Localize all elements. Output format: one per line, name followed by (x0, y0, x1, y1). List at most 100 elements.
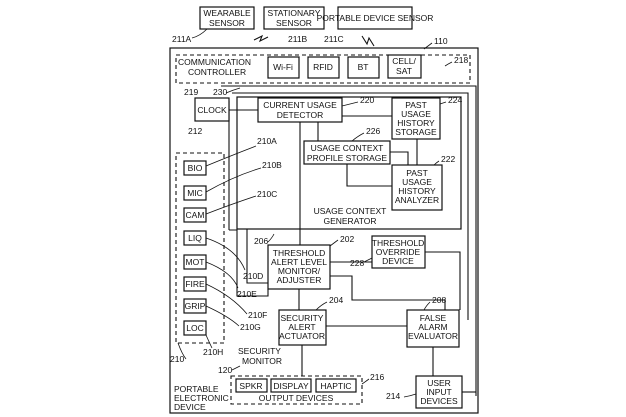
ref-210c: 210C (257, 189, 277, 199)
threshold-alert-monitor-box (267, 244, 331, 290)
mic-label: MIC (187, 188, 203, 198)
past-storage-label-1: PAST (405, 100, 427, 110)
loc-label: LOC (186, 323, 203, 333)
cell-sat-label-1: CELL/ (392, 56, 416, 66)
security-alert-actuator-box (278, 309, 327, 346)
past-analyzer-label-1: PAST (406, 168, 428, 178)
wireless-signal-icon (361, 35, 375, 47)
leader-214 (403, 393, 417, 398)
bio-label: BIO (188, 163, 203, 173)
false-alarm-label-1: FALSE (420, 313, 447, 323)
clock-label: CLOCK (197, 105, 227, 115)
comm-controller-label-2: CONTROLLER (188, 67, 246, 77)
bus-outer (221, 85, 477, 396)
rfid-box (307, 56, 340, 79)
ref-211a: 211A (172, 34, 192, 44)
leader-210b (205, 167, 262, 193)
leader-210h (205, 334, 213, 349)
wearable-sensor-label-1: WEARABLE (203, 8, 251, 18)
ref-230: 230 (213, 87, 227, 97)
past-analyzer-label-3: HISTORY (398, 186, 436, 196)
cam-label: CAM (186, 210, 205, 220)
liq-label: LIQ (188, 233, 202, 243)
user-input-label-3: DEVICES (420, 396, 458, 406)
ref-206: 206 (254, 236, 268, 246)
user-input-label-1: USER (427, 378, 451, 388)
ref-210g: 210G (240, 322, 261, 332)
leader-208 (423, 301, 431, 311)
leader-224 (439, 101, 447, 105)
past-usage-storage-box (391, 97, 441, 140)
false-alarm-label-2: ALARM (418, 322, 447, 332)
leader-204 (315, 301, 328, 311)
security-monitor-label-2: MONITOR (242, 356, 282, 366)
stationary-sensor-label-2: SENSOR (276, 18, 312, 28)
current-usage-detector-box (257, 97, 343, 123)
output-devices-frame (230, 375, 363, 405)
leader-210e (205, 261, 239, 289)
stationary-sensor-box (263, 6, 325, 30)
ref-211c: 211C (324, 34, 344, 44)
portable-device-frame (169, 47, 479, 414)
sensors-bus-to-monitor (229, 229, 269, 297)
ref-110: 110 (434, 36, 448, 46)
portable-device-label-1: PORTABLE (174, 384, 219, 394)
override-to-evaluator (425, 251, 461, 310)
past-analyzer-label-2: USAGE (402, 177, 432, 187)
grip-label: GRIP (185, 301, 206, 311)
past-analyzer-label-4: ANALYZER (395, 195, 439, 205)
leader-206 (267, 233, 275, 243)
haptic-box (315, 378, 357, 393)
past-storage-label-4: STORAGE (395, 127, 437, 137)
ref-210a: 210A (257, 136, 277, 146)
ref-202: 202 (340, 234, 354, 244)
cell-sat-box (387, 54, 422, 79)
fire-label: FIRE (185, 279, 205, 289)
ref-210: 210 (170, 354, 184, 364)
threshold-monitor-label-3: MONITOR/ (278, 266, 321, 276)
leader-211a (191, 28, 208, 39)
threshold-monitor-label-1: THRESHOLD (273, 248, 325, 258)
spkr-box (235, 378, 268, 393)
actuator-label-3: ACTUATOR (279, 331, 325, 341)
ref-210d: 210D (243, 271, 263, 281)
leader-210g (205, 305, 240, 327)
profile-analyzer-link (346, 164, 392, 187)
bt-label: BT (358, 62, 369, 72)
ref-214: 214 (386, 391, 400, 401)
internal-sensors-frame (175, 152, 225, 344)
threshold-monitor-label-4: ADJUSTER (277, 275, 322, 285)
leader-202 (329, 239, 339, 247)
monitor-to-evaluator (330, 275, 446, 310)
display-box (270, 378, 312, 393)
output-devices-label: OUTPUT DEVICES (259, 393, 334, 403)
spkr-label: SPKR (239, 381, 262, 391)
ref-219: 219 (184, 87, 198, 97)
context-generator-label-1: USAGE CONTEXT (314, 206, 387, 216)
communication-controller-frame (175, 54, 471, 84)
threshold-override-label-2: OVERRIDE (376, 247, 421, 257)
ref-204: 204 (329, 295, 343, 305)
leader-226 (351, 132, 365, 142)
leader-216 (361, 378, 370, 385)
leader-222 (433, 160, 440, 166)
display-label: DISPLAY (273, 381, 309, 391)
ref-210f: 210F (248, 310, 267, 320)
leader-230 (225, 87, 241, 94)
mic-sensor-box (183, 185, 207, 201)
wearable-sensor-box (199, 6, 255, 30)
bt-box (347, 56, 380, 79)
ref-228: 228 (350, 258, 364, 268)
ref-216: 216 (370, 372, 384, 382)
loc-sensor-box (183, 320, 207, 336)
leader-210f (205, 283, 248, 315)
cell-sat-label-2: SAT (396, 66, 412, 76)
false-alarm-evaluator-box (406, 309, 460, 348)
ref-211b: 211B (288, 34, 308, 44)
current-usage-label-1: CURRENT USAGE (263, 100, 337, 110)
past-storage-label-2: USAGE (401, 109, 431, 119)
mot-label: MOT (186, 257, 205, 267)
profile-to-analyzer (390, 151, 409, 165)
portable-device-label-2: ELECTRONIC (174, 393, 229, 403)
